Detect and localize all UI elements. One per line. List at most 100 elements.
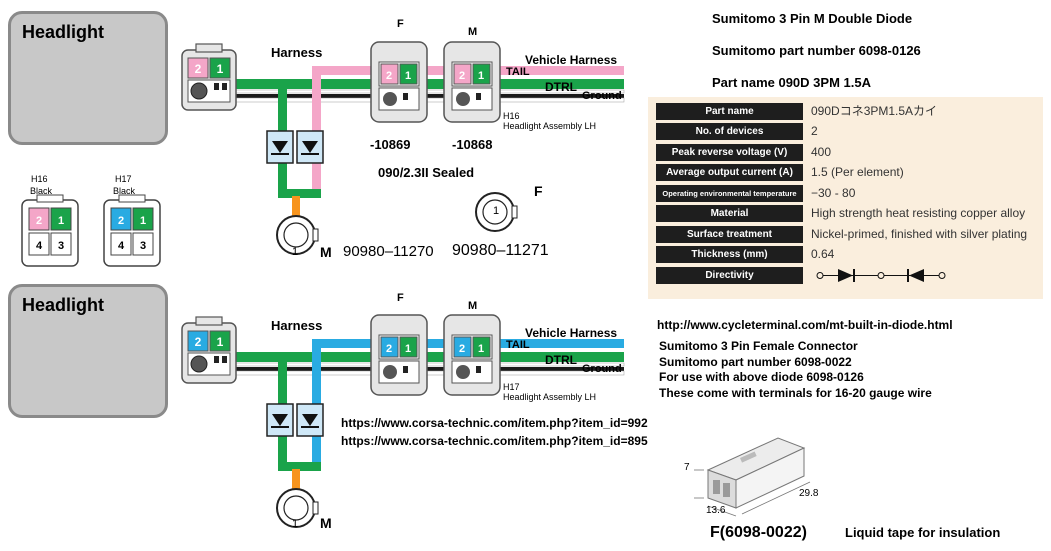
male-label-top: M [468,26,478,38]
top-diagram-diode-pack-arrow [272,141,288,153]
cycleterminal-link[interactable]: http://www.cycleterminal.com/mt-built-in… [657,318,953,332]
harness-label-bottom: Harness [271,318,323,333]
side-connector-h16-pin-label: 3 [58,240,64,252]
bottom-diagram-wire-ground [236,367,624,371]
connector-code-top: H16 [503,111,520,121]
assembly-label-bottom: Headlight Assembly LH [503,392,597,402]
liquid-tape-note: Liquid tape for insulation [845,525,1001,540]
side-connector-color-h17: Black [113,186,136,196]
side-connector-h17-pin-label: 4 [118,240,125,252]
bottom-diagram-female-connector-pin-right-label: 1 [405,343,411,355]
bottom-diagram-female-connector-terminal [383,365,397,379]
bottom-diagram-wire-dtrl [236,352,624,362]
top-diagram-harness-connector-pin-right [209,57,231,79]
side-connector-h17-pin-3 [110,232,132,256]
bottom-diagram-drop-accent [312,339,321,404]
harness-label-top: Harness [271,45,323,60]
assembly-label-top: Headlight Assembly LH [503,121,597,131]
female-connector-line-1: Sumitomo 3 Pin Female Connector [659,339,858,353]
top-diagram-round-plug-male [276,215,319,255]
male-label-bottom: M [468,300,478,312]
top-diagram-wire-ground [236,94,624,98]
headlight-title-top: Headlight [22,22,105,42]
round-plug-female-key [511,205,518,219]
female-connector-line-3: For use with above diode 6098-0126 [659,370,864,384]
spec-value: High strength heat resisting copper allo… [811,206,1026,220]
top-diagram-female-connector-pin-left-label: 2 [386,70,392,82]
spec-value: Nickel-primed, finished with silver plat… [811,227,1028,241]
ground-label-bottom: Ground [582,363,622,375]
plug-female-letter: F [534,183,543,199]
top-diagram-harness-connector [181,43,237,111]
spec-key: Peak reverse voltage (V) [656,144,803,161]
corsa-link-992[interactable]: https://www.corsa-technic.com/item.php?i… [341,416,648,430]
bottom-diagram-diode-pack [266,403,324,437]
plug-pin-top: 1 [292,246,299,258]
spec-key: Material [656,205,803,222]
spec-row: Material High strength heat resisting co… [656,205,1041,222]
bottom-diagram-female-connector-pin-left [380,336,399,358]
top-diagram-harness-connector-terminal-sq [214,83,219,90]
top-diagram-harness-connector-latch [195,43,223,53]
tail-label-bottom: TAIL [506,339,530,351]
top-diagram-diode-pack-arrow [302,141,318,153]
side-connector-h16-pin-3 [28,232,50,256]
bottom-diagram-female-connector-pin-right [399,336,418,358]
bottom-diagram-merge-bar [278,462,321,471]
bottom-diagram-diode-pack-arrow [272,414,288,426]
bottom-diagram-male-connector [443,314,501,396]
side-connector-h17-latch [118,194,146,203]
bottom-diagram-harness-connector-terminal-sq [222,356,227,363]
top-diagram-harness-connector-pin-left-label: 2 [195,62,202,76]
spec-table: Part name 090Dコネ3PM1.5Aカイ No. of devices… [648,97,1043,299]
spec-key: Surface treatment [656,226,803,243]
spec-value: 090Dコネ3PM1.5Aカイ [811,104,938,118]
spec-row: Directivity [656,267,1041,284]
headlight-box-top [8,11,168,145]
bottom-diagram-male-connector-pin-left [453,336,472,358]
top-diagram-male-connector-pin-right-label: 1 [478,70,484,82]
top-diagram-merge-accent [312,163,321,198]
bottom-diagram-round-plug-male-key [312,501,319,515]
ground-label-top: Ground [582,90,622,102]
dim-length: 29.8 [799,488,819,499]
spec-row: Operating environmental temperature (°C)… [656,185,1041,202]
bottom-diagram-diode-pack-arrow [302,414,318,426]
top-diagram-orange-lead [292,196,300,218]
spec-key: Operating environmental temperature (°C) [656,185,803,202]
bottom-diagram-female-connector [370,314,428,396]
female-drawing-caption: F(6098-0022) [710,524,807,541]
bottom-diagram-male-connector-pin-left-label: 2 [459,343,465,355]
spec-key: Part name [656,103,803,120]
spec-row: Part name 090Dコネ3PM1.5Aカイ [656,103,1041,120]
bottom-diagram-harness-connector-latch [195,316,223,326]
female-connector-line-4: These come with terminals for 16-20 gaug… [659,385,932,400]
spec-key: Directivity [656,267,803,284]
top-diagram-female-connector-pin-left [380,63,399,85]
side-connector-h17-pin-label: 3 [140,240,146,252]
bottom-diagram-harness-connector-pin-right-label: 1 [217,335,224,349]
corsa-link-895[interactable]: https://www.corsa-technic.com/item.php?i… [341,434,648,448]
top-diagram-male-connector-pin-left [453,63,472,85]
bottom-diagram-male-connector-terminal [456,365,470,379]
side-connector-h17-pin-label: 2 [118,215,124,227]
bottom-diagram-merge-green [278,436,287,471]
vehicle-harness-label-bottom: Vehicle Harness [525,326,618,340]
spec-value: 1.5 (Per element) [811,165,904,179]
top-diagram-harness-connector-pin-left [187,57,209,79]
bottom-diagram-male-connector-pin-right-label: 1 [478,343,484,355]
bottom-diagram-harness-connector-terminal [190,355,208,373]
top-diagram-male-connector-terminal-sq [476,93,481,100]
spec-key: Thickness (mm) [656,246,803,263]
plug-male-letter-bottom: M [320,515,332,531]
side-connector-h16-pin-label: 4 [36,240,43,252]
side-connector-h16-pin-4 [50,232,72,256]
connector-code-bottom: H17 [503,382,520,392]
top-diagram-diode-pack [266,130,324,164]
top-diagram-merge-green [278,163,287,198]
vehicle-harness-label-top: Vehicle Harness [525,53,618,67]
diode-plug-female-part: 90980–11271 [452,242,549,259]
top-diagram-male-connector-pin-left-label: 2 [459,70,465,82]
bottom-diagram-female-connector-terminal-sq [403,366,408,373]
side-connector-h16-pin-2 [50,207,72,231]
